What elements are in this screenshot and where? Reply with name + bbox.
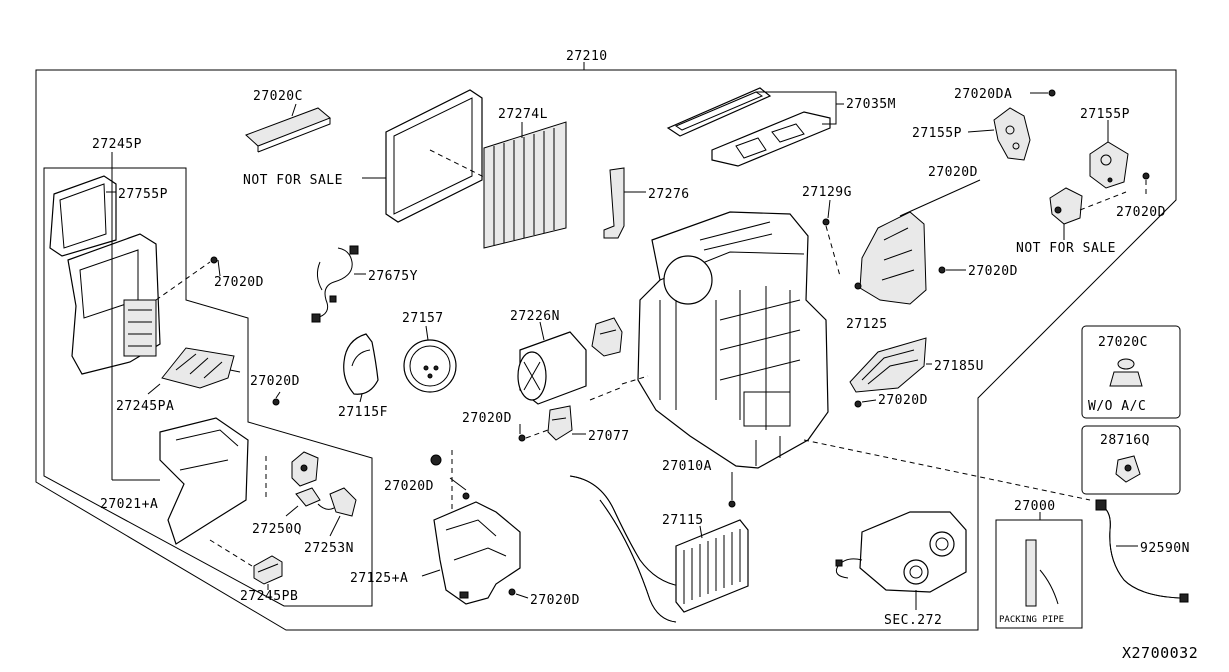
subframe-27245P bbox=[43, 167, 373, 607]
duct-27021A bbox=[159, 417, 249, 545]
callout-27185U: 27185U bbox=[934, 359, 984, 374]
callout-27021A: 27021+A bbox=[100, 497, 158, 512]
inset-28716Q bbox=[1081, 425, 1181, 495]
part-27077 bbox=[547, 405, 573, 441]
callout-sec272: SEC.272 bbox=[884, 613, 942, 628]
resistor-27157 bbox=[403, 339, 457, 393]
filter-27245PB bbox=[253, 555, 283, 585]
pipes-heater bbox=[569, 475, 681, 623]
strip-27020C bbox=[245, 107, 331, 153]
seals-27035M bbox=[666, 87, 831, 167]
inset-27020C bbox=[1081, 325, 1181, 419]
main-frame bbox=[35, 69, 1177, 631]
callout-27226N: 27226N bbox=[510, 309, 560, 324]
filter-27274L bbox=[483, 121, 567, 249]
inset-27020C-part: 27020C bbox=[1098, 335, 1148, 350]
actuator-27155P-a bbox=[993, 107, 1031, 161]
bracket-27276 bbox=[603, 167, 625, 239]
label-packing-pipe: PACKING PIPE bbox=[999, 615, 1064, 625]
box-27000 bbox=[995, 519, 1083, 629]
part-27115F bbox=[343, 333, 379, 395]
callout-27675Y: 27675Y bbox=[368, 269, 418, 284]
callout-27020D-e: 27020D bbox=[530, 593, 580, 608]
callout-27210: 27210 bbox=[566, 49, 608, 64]
filter-frame bbox=[385, 89, 483, 223]
callout-27115: 27115 bbox=[662, 513, 704, 528]
callout-27020DA: 27020DA bbox=[954, 87, 1012, 102]
intake-housing bbox=[67, 233, 161, 375]
callout-27115F: 27115F bbox=[338, 405, 388, 420]
harness-27253N bbox=[317, 487, 357, 517]
panel-27125 bbox=[854, 211, 927, 305]
mode-case-27125A bbox=[433, 501, 521, 605]
callout-27274L: 27274L bbox=[498, 107, 548, 122]
clip-icon bbox=[1115, 455, 1141, 483]
callout-27253N: 27253N bbox=[304, 541, 354, 556]
actuator-27155P-b bbox=[1089, 141, 1129, 189]
heater-unit-case bbox=[637, 211, 829, 469]
callout-27020D-d: 27020D bbox=[384, 479, 434, 494]
callout-27157: 27157 bbox=[402, 311, 444, 326]
callout-27020D-upper: 27020D bbox=[928, 165, 978, 180]
callout-27125A: 27125+A bbox=[350, 571, 408, 586]
inset-28716Q-part: 28716Q bbox=[1100, 433, 1150, 448]
callout-27020D-c: 27020D bbox=[462, 411, 512, 426]
control-unit-sec272 bbox=[835, 511, 967, 593]
grommet-icon bbox=[1109, 358, 1143, 387]
callout-27245P: 27245P bbox=[92, 137, 142, 152]
callout-27020D-l2: 27020D bbox=[250, 374, 300, 389]
callout-27245PB: 27245PB bbox=[240, 589, 298, 604]
callout-27000: 27000 bbox=[1014, 499, 1056, 514]
callout-27155P-b: 27155P bbox=[1080, 107, 1130, 122]
note-not-for-sale-right: NOT FOR SALE bbox=[1016, 241, 1116, 256]
callout-92590N: 92590N bbox=[1140, 541, 1190, 556]
callout-27020D-l1: 27020D bbox=[214, 275, 264, 290]
actuator-27250Q bbox=[291, 451, 321, 507]
heater-core-27115 bbox=[675, 519, 749, 613]
diagram-id: X2700032 bbox=[1122, 644, 1198, 662]
callout-27125: 27125 bbox=[846, 317, 888, 332]
inset-27020C-note: W/O A/C bbox=[1088, 399, 1146, 414]
callout-27020D-r2: 27020D bbox=[878, 393, 928, 408]
callout-27010A: 27010A bbox=[662, 459, 712, 474]
callout-27755P: 27755P bbox=[118, 187, 168, 202]
callout-27020D-right: 27020D bbox=[1116, 205, 1166, 220]
callout-27035M: 27035M bbox=[846, 97, 896, 112]
callout-27020D-mid: 27020D bbox=[968, 264, 1018, 279]
callout-27245PA: 27245PA bbox=[116, 399, 174, 414]
callout-27250Q: 27250Q bbox=[252, 522, 302, 537]
pipe-92590N bbox=[1095, 499, 1189, 603]
harness-27675Y bbox=[311, 245, 359, 323]
callout-27276: 27276 bbox=[648, 187, 690, 202]
seal-27755P bbox=[49, 175, 117, 257]
callout-27129G: 27129G bbox=[802, 185, 852, 200]
callout-27155P-a: 27155P bbox=[912, 126, 962, 141]
door-27185U bbox=[849, 337, 927, 393]
actuator-nfs bbox=[1049, 187, 1083, 225]
callout-27020C-top: 27020C bbox=[253, 89, 303, 104]
filter-27245PA bbox=[161, 347, 235, 389]
note-not-for-sale-left: NOT FOR SALE bbox=[243, 173, 343, 188]
motor-27226N bbox=[517, 317, 623, 405]
callout-27077: 27077 bbox=[588, 429, 630, 444]
